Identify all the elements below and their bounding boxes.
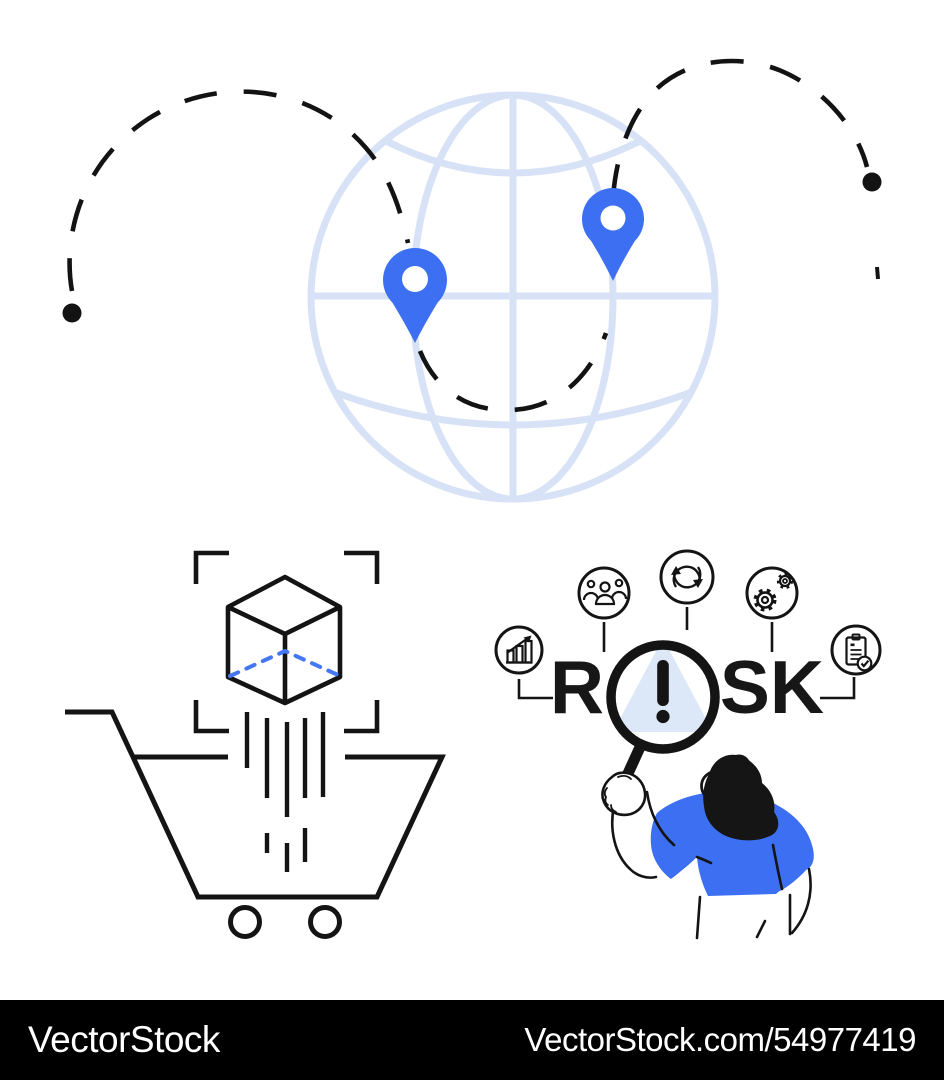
route-stray-dash bbox=[875, 266, 880, 280]
dashed-route bbox=[67, 58, 870, 413]
watermark-bar: VectorStock VectorStock.com/54977419 bbox=[0, 1000, 944, 1080]
shopping-cart bbox=[65, 709, 446, 939]
cube bbox=[225, 574, 343, 706]
pin-hole bbox=[600, 205, 626, 231]
hand-line-lower bbox=[755, 919, 767, 939]
magnifying-glass bbox=[606, 640, 720, 783]
finger-lines bbox=[603, 774, 632, 813]
hip-line-left bbox=[695, 895, 702, 940]
vector-artwork: R SK bbox=[62, 58, 882, 940]
route-start-dot bbox=[62, 303, 82, 323]
body-lines bbox=[695, 843, 812, 940]
scan-corner-bottom-left bbox=[193, 700, 229, 734]
cart-illustration bbox=[65, 550, 446, 939]
watermark-brand: VectorStock bbox=[28, 1019, 220, 1060]
lens-ring bbox=[606, 640, 720, 754]
hair bbox=[703, 754, 779, 841]
route-curve-between-pins bbox=[417, 332, 609, 413]
right-forearm bbox=[790, 867, 812, 935]
cube-hidden-edges bbox=[228, 649, 340, 678]
scan-corner-top-left bbox=[193, 550, 229, 584]
globe-latitude-bottom bbox=[332, 388, 694, 429]
refresh-icon bbox=[659, 549, 715, 605]
location-pin-left bbox=[383, 247, 447, 343]
falling-lines bbox=[244, 712, 326, 872]
armpit-crease bbox=[695, 855, 713, 865]
hand bbox=[601, 771, 647, 817]
illustration-canvas: R SK bbox=[62, 58, 882, 940]
globe-latitude-top bbox=[382, 136, 644, 177]
person bbox=[601, 754, 814, 940]
watermark-reference: VectorStock.com/54977419 bbox=[524, 1021, 916, 1058]
pin-hole bbox=[402, 266, 428, 292]
connector-chart-elbow bbox=[517, 679, 553, 700]
globe bbox=[307, 91, 719, 503]
route-end-dot bbox=[862, 172, 882, 192]
sleeve-crease bbox=[771, 843, 784, 891]
cart-wheel-left bbox=[228, 905, 262, 939]
location-pin-right bbox=[582, 187, 645, 281]
scan-corner-top-right bbox=[344, 550, 380, 584]
gears-icon bbox=[745, 566, 799, 620]
cart-body bbox=[65, 709, 446, 900]
icon-connectors bbox=[517, 607, 856, 700]
route-arc-right bbox=[610, 58, 870, 198]
risk-letter-r: R bbox=[550, 645, 604, 729]
scan-frame bbox=[193, 550, 380, 734]
exclamation-mark bbox=[656, 660, 670, 724]
arm-outline bbox=[610, 790, 676, 879]
scan-corner-bottom-right bbox=[344, 700, 380, 734]
route-arc-left bbox=[67, 89, 411, 292]
team-icon bbox=[577, 566, 631, 620]
cube-front-edges bbox=[227, 604, 342, 703]
cart-wheel-right bbox=[308, 905, 342, 939]
connector-checklist-elbow bbox=[820, 677, 856, 700]
growth-chart-icon bbox=[494, 625, 544, 675]
checklist-icon bbox=[830, 624, 882, 676]
risk-illustration: R SK bbox=[494, 549, 882, 940]
risk-letters-sk: SK bbox=[720, 645, 824, 729]
